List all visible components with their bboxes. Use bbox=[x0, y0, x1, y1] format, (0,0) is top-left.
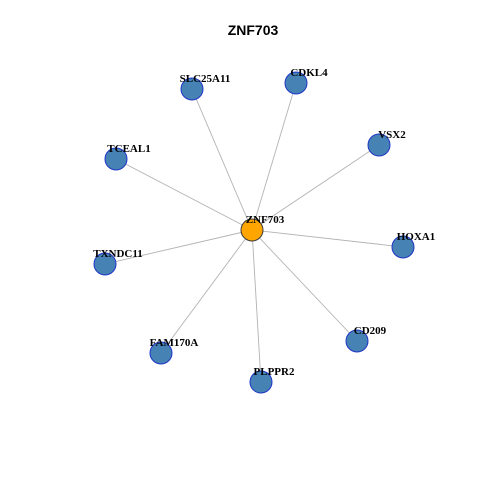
node-label-plppr2: PLPPR2 bbox=[254, 366, 295, 378]
node-label-vsx2: VSX2 bbox=[378, 129, 406, 141]
node-label-cd209: CD209 bbox=[354, 325, 387, 337]
edge-znf703-slc25a11 bbox=[191, 88, 253, 231]
node-label-znf703: ZNF703 bbox=[246, 214, 285, 226]
node-slc25a11[interactable] bbox=[180, 77, 204, 101]
node-txndc11[interactable] bbox=[93, 252, 117, 276]
edge-znf703-vsx2 bbox=[251, 144, 380, 231]
node-cd209[interactable] bbox=[345, 329, 369, 353]
node-fam170a[interactable] bbox=[149, 341, 173, 365]
edge-znf703-plppr2 bbox=[251, 229, 262, 383]
node-hoxa1[interactable] bbox=[391, 235, 415, 259]
node-layer bbox=[93, 71, 415, 394]
edge-znf703-cdkl4 bbox=[251, 82, 297, 231]
diagram-title: ZNF703 bbox=[228, 22, 279, 38]
node-tceal1[interactable] bbox=[104, 147, 128, 171]
node-label-txndc11: TXNDC11 bbox=[93, 248, 143, 260]
node-plppr2[interactable] bbox=[249, 370, 273, 394]
edge-znf703-fam170a bbox=[160, 229, 253, 354]
edge-znf703-cd209 bbox=[251, 229, 358, 342]
label-layer: ZNF703 SLC25A11 CDKL4VSX2TCEAL1HOXA1TXNDC1… bbox=[93, 67, 435, 378]
node-label-cdkl4: CDKL4 bbox=[290, 67, 328, 79]
edge-znf703-hoxa1 bbox=[251, 229, 404, 248]
node-label-hoxa1: HOXA1 bbox=[397, 231, 436, 243]
node-vsx2[interactable] bbox=[367, 133, 391, 157]
node-cdkl4[interactable] bbox=[284, 71, 308, 95]
node-znf703[interactable] bbox=[240, 218, 264, 242]
edge-znf703-tceal1 bbox=[115, 158, 253, 231]
edge-znf703-txndc11 bbox=[104, 229, 253, 265]
node-label-slc25a11: SLC25A11 bbox=[180, 73, 231, 85]
node-label-fam170a: FAM170A bbox=[150, 337, 199, 349]
edge-layer bbox=[104, 82, 404, 383]
node-label-tceal1: TCEAL1 bbox=[107, 143, 150, 155]
